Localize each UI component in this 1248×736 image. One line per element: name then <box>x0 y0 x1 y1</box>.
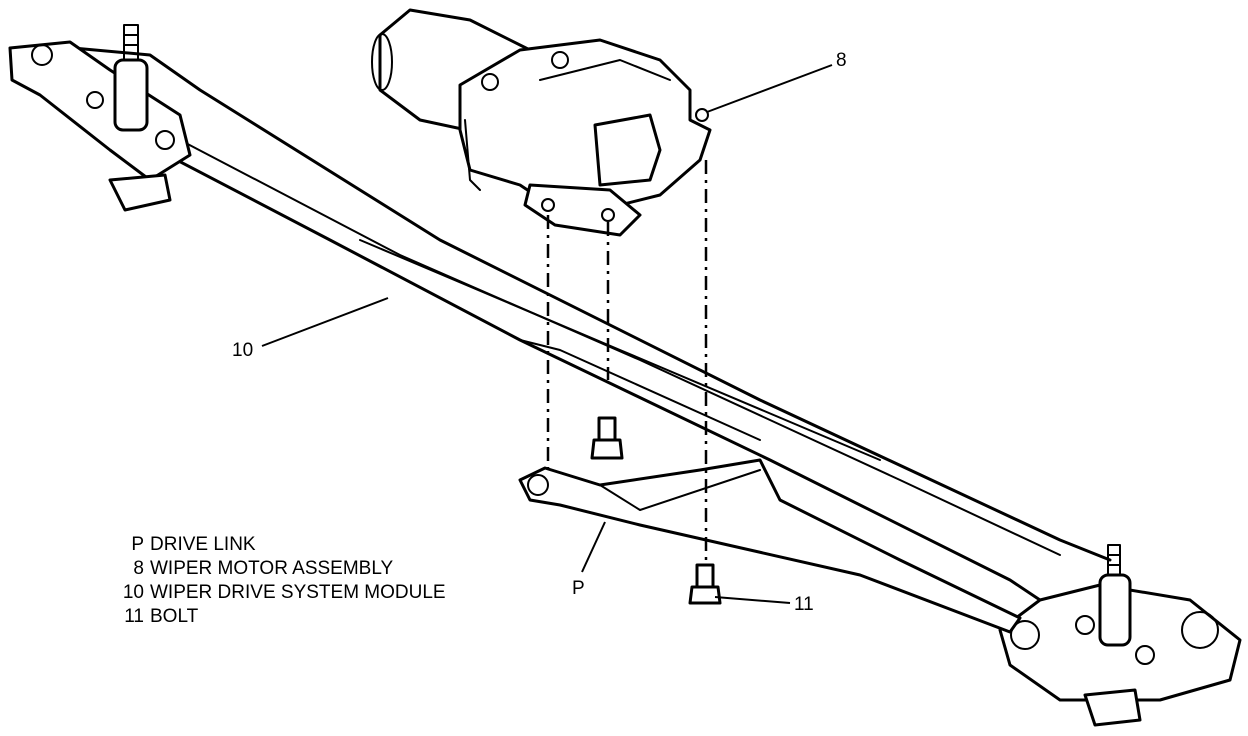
bolt-upper <box>590 416 624 460</box>
bolt-lower <box>688 563 722 605</box>
legend-key: 10 <box>122 582 144 603</box>
wiper-drive-system-module <box>8 24 1242 727</box>
legend-label: WIPER DRIVE SYSTEM MODULE <box>150 582 446 603</box>
legend-key: P <box>131 534 144 555</box>
legend-row: 8 WIPER MOTOR ASSEMBLY <box>112 557 446 581</box>
legend-row: 11 BOLT <box>112 605 446 629</box>
leader-module <box>261 297 389 347</box>
drive-link <box>518 458 1022 634</box>
leader-motor <box>706 64 833 113</box>
legend-label: WIPER MOTOR ASSEMBLY <box>150 558 394 579</box>
legend-key: 8 <box>133 558 144 579</box>
callout-module: 10 <box>232 340 253 361</box>
legend: P DRIVE LINK 8 WIPER MOTOR ASSEMBLY 10 WIPE… <box>112 533 446 629</box>
wiper-motor-assembly <box>371 8 712 237</box>
callout-motor: 8 <box>836 50 847 71</box>
callout-bolt: 11 <box>794 594 814 615</box>
legend-label: DRIVE LINK <box>150 534 256 555</box>
legend-label: BOLT <box>150 606 199 627</box>
leader-bolt <box>714 596 791 604</box>
legend-row: 10 WIPER DRIVE SYSTEM MODULE <box>112 581 446 605</box>
leader-drive-link <box>581 521 606 573</box>
legend-row: P DRIVE LINK <box>112 533 446 557</box>
legend-key: 11 <box>124 606 144 627</box>
callout-drive-link: P <box>572 578 585 599</box>
